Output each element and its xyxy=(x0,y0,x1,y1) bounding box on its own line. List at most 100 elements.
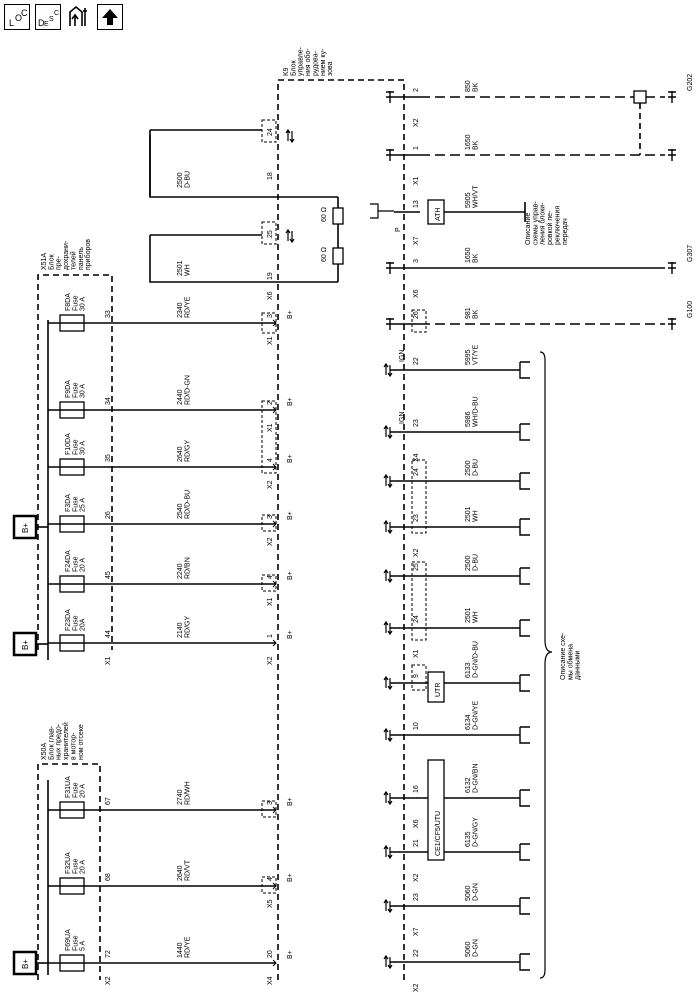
ath-description-line: реключения xyxy=(554,206,561,245)
k9-input-pin-line: 2 xyxy=(267,401,274,405)
fuse-name-line: F10DA xyxy=(65,433,72,455)
data-line-bidir-arrow xyxy=(383,844,393,860)
fuse-name-line: 25 A xyxy=(80,498,87,512)
k9-input-conn: X2 xyxy=(267,656,274,665)
can-lower-wire-pin-text: 19 xyxy=(267,272,274,280)
b-plus-terminal-3-label-line: B+ xyxy=(21,959,30,969)
k9-input-pin: 2 xyxy=(267,401,274,405)
x51a-x1-label: X1 xyxy=(105,656,112,665)
k9-input-connector-box xyxy=(261,800,277,818)
data-line-bidir-arrow xyxy=(383,727,393,743)
ground-conn: X1 xyxy=(413,176,420,185)
ground-conn: X6 xyxy=(413,289,420,298)
fuse-name-text: F23DAFuse20A xyxy=(65,609,87,631)
data-line-pin-line: 24 xyxy=(413,615,420,623)
can-lower-circuit: 2501WH xyxy=(177,260,191,276)
ath-p-label: P xyxy=(395,227,402,232)
k9-input-conn: X1 xyxy=(267,423,274,432)
data-line-conn-text: X2 xyxy=(413,548,420,557)
ce-label: CE1/CF5/UTU xyxy=(435,811,442,856)
k9-input-bplus-text: B+ xyxy=(287,797,294,806)
fuse-pin: 35 xyxy=(105,454,112,462)
fuse-name: F24DAFuse20 A xyxy=(65,550,87,572)
fuse-name-line: 20 A xyxy=(80,558,87,572)
k9-input-conn-text: X1 xyxy=(267,423,274,432)
x51a-label-text: X51AБлокпре-дохрани-телейпанельприборов xyxy=(41,239,92,270)
k9-input-bplus-text: B+ xyxy=(287,571,294,580)
data-line-pin-line: 16 xyxy=(413,785,420,793)
ath-switch-symbol xyxy=(370,203,394,219)
k9-label-line: Блок xyxy=(290,59,297,76)
fuse-name-line: F31UA xyxy=(65,776,72,798)
data-line-pin-line: 23 xyxy=(413,893,420,901)
data-line-pin: 9 xyxy=(413,674,420,678)
k9-input-bplus-text: B+ xyxy=(287,950,294,959)
k9-input-bplus-line: B+ xyxy=(287,397,294,406)
data-line-bidir-arrow xyxy=(383,362,393,378)
can-resistor-1-label: 60 Ω xyxy=(321,207,328,222)
k9-input-connector-box xyxy=(261,574,277,592)
utr-label-line: UTR xyxy=(435,683,442,697)
up-button[interactable] xyxy=(97,4,123,30)
ce-box xyxy=(427,759,445,861)
data-line-conn: X7 xyxy=(413,927,420,936)
data-line-circuit-line: D-GN xyxy=(472,883,479,901)
data-line-circuit-text: 2500D-BU xyxy=(465,459,479,476)
fuse-circuit-label-text: 2640RD/GY xyxy=(177,440,191,463)
data-line-circuit-text: 5060D-GN xyxy=(465,883,479,901)
data-line-circuit-line: 6133 xyxy=(465,662,472,678)
k9-input-pin-text: 3 xyxy=(267,515,274,519)
data-line-connector xyxy=(519,472,530,490)
fuse-name-line: F69UA xyxy=(65,929,72,951)
location-button[interactable]: L O C xyxy=(4,4,30,30)
k9-input-conn-text: X2 xyxy=(267,656,274,665)
data-line-connector xyxy=(519,843,530,861)
ground-symbol xyxy=(668,149,676,161)
fuse-name: F10DAFuse30 A xyxy=(65,433,87,455)
desc-e: E xyxy=(44,21,49,28)
data-line-conn-line: X2 xyxy=(413,548,420,557)
fuse-circuit-label-text: 2540RD/D-BU xyxy=(177,490,191,519)
data-line-pin-text: 23 xyxy=(413,893,420,901)
data-line-pin: 16 xyxy=(413,785,420,793)
fuse-circuit-label: 2340RD/YE xyxy=(177,296,191,318)
k9-input-pin-text: 3 xyxy=(267,314,274,318)
k9-input-conn: X1 xyxy=(267,597,274,606)
data-line-circuit-line: D-GN/YE xyxy=(472,701,479,731)
can-conn: X6 xyxy=(267,291,274,300)
fuse-circuit-label-line: 2340 xyxy=(177,302,184,318)
data-line-conn: X1 xyxy=(413,649,420,658)
fuse-circuit-label-line: RD/D-BU xyxy=(184,490,191,519)
can-upper-pin-text: 24 xyxy=(267,128,274,136)
data-line-connector xyxy=(519,674,530,692)
data-line-connector xyxy=(519,567,530,585)
k9-label-line: ния обо- xyxy=(304,48,312,76)
k9-body-control-module-outline xyxy=(277,79,405,980)
can-resistor-1-label-line: 60 Ω xyxy=(321,207,328,222)
data-line-circuit-text: 5995VT/YE xyxy=(465,344,479,365)
loc-l: L xyxy=(9,18,15,28)
fuse-name-line: F9DA xyxy=(65,380,72,398)
ground-pin: 3 xyxy=(413,259,420,263)
k9-input-bplus-text: B+ xyxy=(287,511,294,520)
desc-s: S xyxy=(49,16,54,23)
description-button[interactable]: D E S C xyxy=(35,4,61,30)
ath-conn-line: X7 xyxy=(413,236,420,245)
tools-button[interactable] xyxy=(66,4,92,30)
ground-pin-line: 3 xyxy=(413,259,420,263)
utr-box xyxy=(427,671,445,703)
fuse-circuit-label-line: RD/GY xyxy=(184,616,191,639)
data-line-circuit: 5060D-GN xyxy=(465,939,479,957)
x50a-label-line: X50A xyxy=(41,743,48,760)
data-line-pin-text: 22 xyxy=(413,357,420,365)
fuse-pin-text: 33 xyxy=(105,310,112,318)
fuse-name-line: Fuse xyxy=(72,295,79,311)
ground-pin-text: 3 xyxy=(413,259,420,263)
fuse-name-text: F31UAFuse20 A xyxy=(65,776,87,798)
fuse-name-text: F32UAFuse20 A xyxy=(65,852,87,874)
can-lower-circuit-line: WH xyxy=(184,264,191,276)
ground-connector-box xyxy=(411,309,427,333)
k9-input-conn-text: X5 xyxy=(267,899,274,908)
fuse-pin-line: 26 xyxy=(105,511,112,519)
b-plus-terminal-2-label: B+ xyxy=(21,640,30,650)
